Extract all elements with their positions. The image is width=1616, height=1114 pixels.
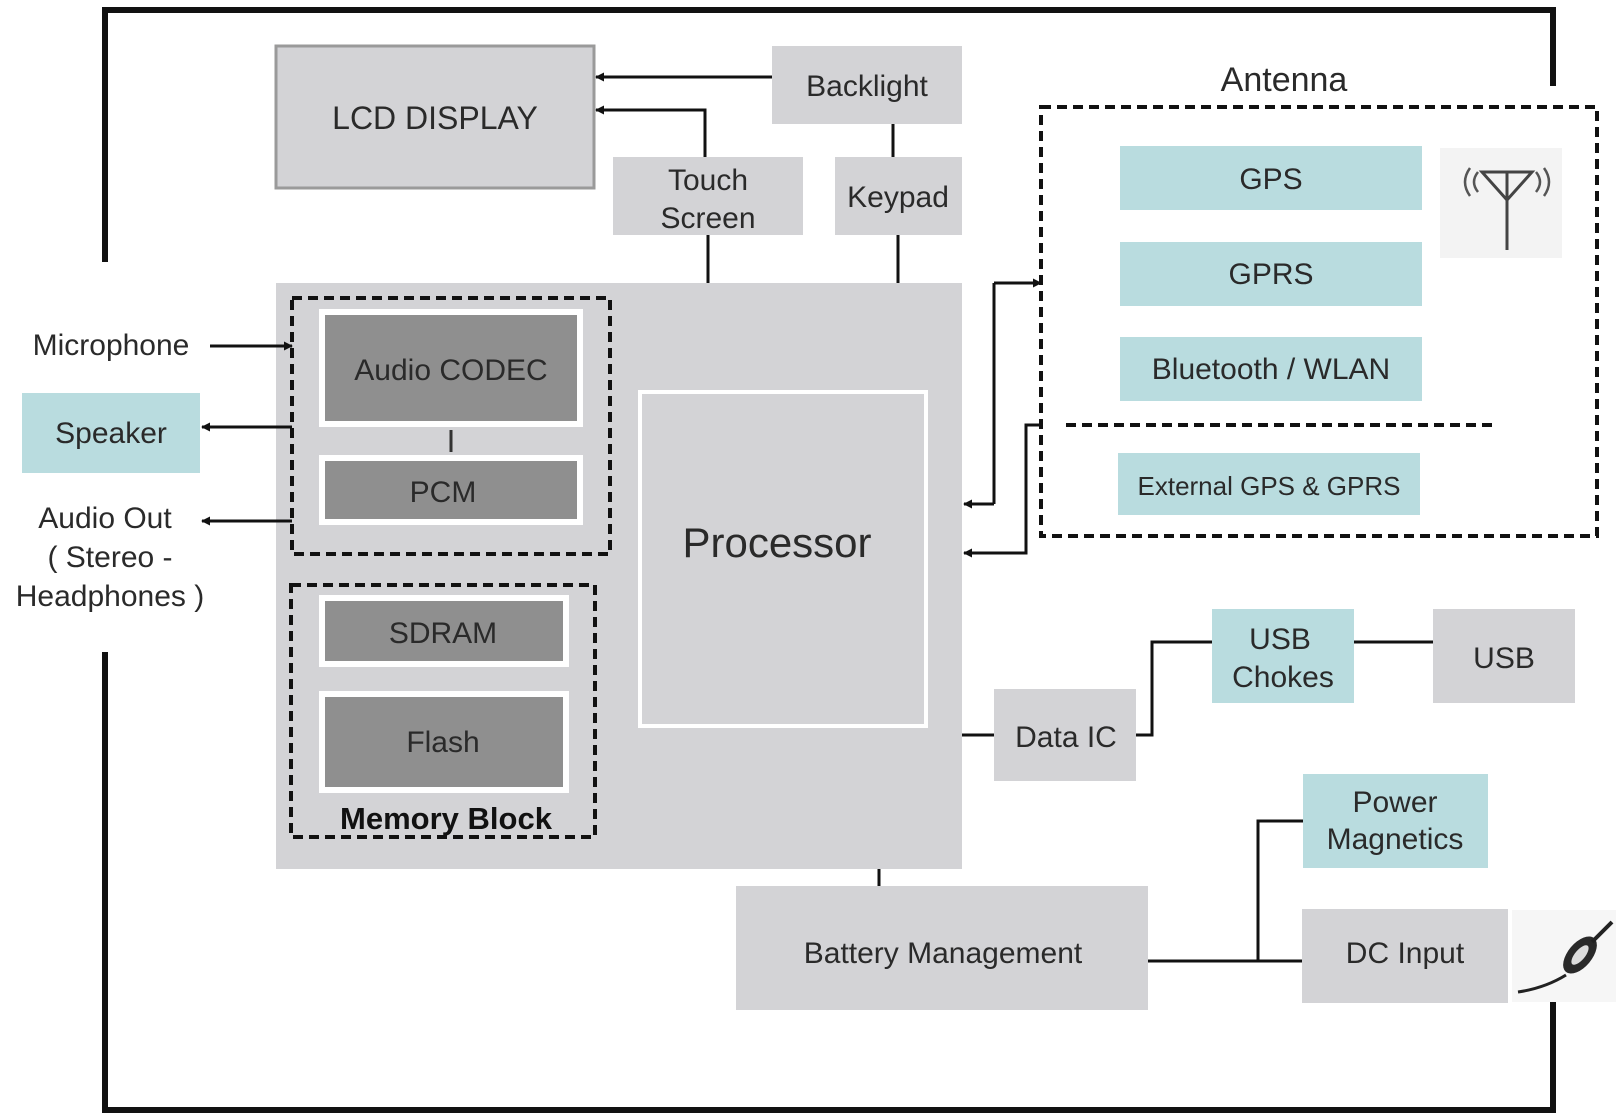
external-gps-gprs-box: External GPS & GPRS bbox=[1118, 453, 1420, 515]
dc-input-label: DC Input bbox=[1346, 937, 1465, 970]
bluetooth-wlan-box: Bluetooth / WLAN bbox=[1120, 337, 1422, 401]
memory-block-label: Memory Block bbox=[340, 801, 553, 836]
data-ic-box: Data IC bbox=[994, 689, 1136, 781]
gprs-label: GPRS bbox=[1228, 258, 1313, 291]
memory-block-group bbox=[289, 583, 597, 839]
outer-frame bbox=[102, 7, 1556, 1113]
antenna-icon bbox=[1440, 148, 1562, 258]
keypad-box: Keypad bbox=[835, 157, 962, 235]
processor-label: Processor bbox=[682, 519, 871, 566]
antenna-group bbox=[1039, 105, 1599, 538]
usb-box: USB bbox=[1433, 609, 1575, 703]
data-ic-label: Data IC bbox=[1015, 721, 1117, 754]
audio-out-label-line3: Headphones ) bbox=[16, 580, 204, 613]
sdram-label: SDRAM bbox=[389, 617, 497, 650]
bluetooth-wlan-label: Bluetooth / WLAN bbox=[1152, 353, 1390, 386]
power-magnetics-label-line2: Magnetics bbox=[1327, 823, 1464, 856]
speaker-box: Speaker bbox=[22, 393, 200, 473]
microphone-label: Microphone bbox=[33, 329, 190, 362]
audio-codec-label: Audio CODEC bbox=[354, 354, 547, 387]
gps-box: GPS bbox=[1120, 146, 1422, 210]
audio-out-label-line1: Audio Out bbox=[38, 502, 172, 535]
gps-label: GPS bbox=[1239, 163, 1302, 196]
dc-input-box: DC Input bbox=[1302, 909, 1508, 1003]
gprs-box: GPRS bbox=[1120, 242, 1422, 306]
touch-screen-box: Touch Screen bbox=[613, 157, 803, 235]
pcm-box: PCM bbox=[319, 455, 583, 525]
backlight-label: Backlight bbox=[806, 70, 928, 103]
flash-label: Flash bbox=[406, 726, 479, 759]
battery-to-power-magnetics-line bbox=[1256, 819, 1303, 961]
usb-chokes-label-line1: USB bbox=[1249, 623, 1311, 656]
usb-chokes-box: USB Chokes bbox=[1212, 609, 1354, 703]
touch-screen-label-line1: Touch bbox=[668, 164, 748, 197]
antenna-title: Antenna bbox=[1221, 61, 1348, 99]
flash-box: Flash bbox=[319, 691, 569, 793]
dc-plug-icon bbox=[1512, 910, 1616, 1002]
touch-to-lcd-arrow bbox=[595, 105, 707, 157]
data-ic-to-usb-chokes-line bbox=[1136, 640, 1212, 737]
touch-screen-label-line2: Screen bbox=[660, 202, 755, 235]
power-magnetics-box: Power Magnetics bbox=[1303, 774, 1488, 868]
usb-label: USB bbox=[1473, 642, 1535, 675]
processor-box: Processor bbox=[638, 390, 928, 728]
lcd-display-label: LCD DISPLAY bbox=[332, 100, 538, 136]
audio-out-label-line2: ( Stereo - bbox=[47, 541, 172, 574]
power-magnetics-label-line1: Power bbox=[1352, 786, 1437, 819]
external-to-processor-arrow bbox=[963, 423, 1041, 558]
pcm-label: PCM bbox=[410, 476, 477, 509]
battery-management-label: Battery Management bbox=[804, 937, 1083, 970]
audio-codec-box: Audio CODEC bbox=[319, 309, 583, 427]
battery-management-box: Battery Management bbox=[736, 886, 1148, 1010]
external-gps-gprs-label: External GPS & GPRS bbox=[1138, 471, 1401, 501]
lcd-display-box: LCD DISPLAY bbox=[274, 44, 596, 190]
speaker-label: Speaker bbox=[55, 417, 167, 450]
usb-chokes-label-line2: Chokes bbox=[1232, 661, 1334, 694]
keypad-label: Keypad bbox=[847, 181, 949, 214]
sdram-box: SDRAM bbox=[319, 595, 569, 667]
backlight-box: Backlight bbox=[772, 46, 962, 124]
